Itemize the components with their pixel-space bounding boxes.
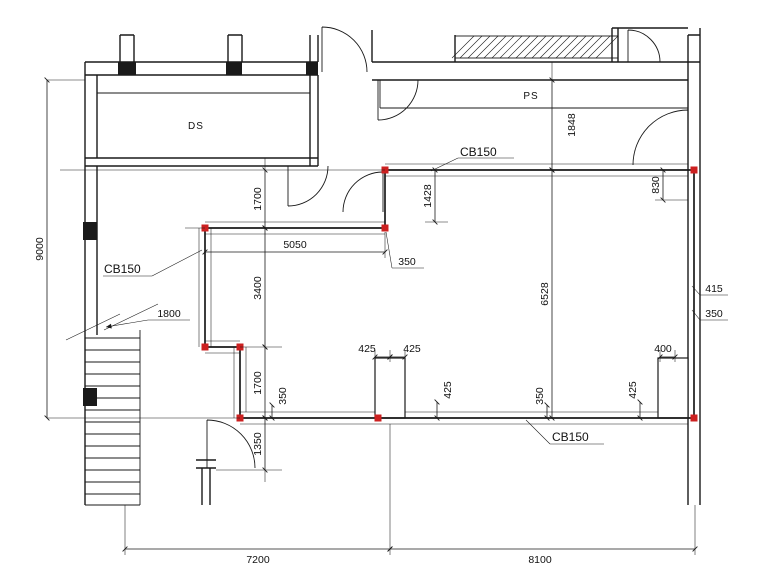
dimension-lines	[44, 62, 698, 555]
dim-3400: 3400	[252, 276, 264, 300]
dim-425-col1-left: 425	[358, 343, 376, 355]
dim-425-col1-right: 425	[403, 343, 421, 355]
interior-walls	[85, 75, 688, 505]
dim-400-col2: 400	[654, 343, 672, 355]
dim-8100: 8100	[528, 554, 552, 566]
labels: DS PS CB150 CB150 CB150 9000 1700 3400 1…	[34, 91, 723, 566]
dim-1700-upper: 1700	[252, 187, 264, 211]
dim-350-bottom-mid: 350	[534, 387, 546, 405]
dim-350-right: 350	[705, 308, 723, 320]
cb150-tag-bottom: CB150	[552, 430, 589, 444]
door-ps-left	[377, 79, 419, 121]
hatch-wall	[451, 35, 619, 59]
room-label-ps: PS	[523, 91, 538, 102]
door-top-right-corner	[627, 29, 661, 63]
door-bottom-left	[206, 419, 256, 469]
door-arcs	[206, 26, 689, 469]
columns	[374, 357, 689, 419]
stairs	[65, 303, 159, 506]
dim-1428: 1428	[422, 184, 434, 208]
cb150-partitions	[204, 169, 695, 419]
dim-1350: 1350	[252, 432, 264, 456]
cb150-tag-top: CB150	[460, 145, 497, 159]
door-top-right	[632, 109, 689, 166]
dim-1700-lower: 1700	[252, 371, 264, 395]
dim-425-col2-side: 425	[627, 381, 639, 399]
dim-7200: 7200	[246, 554, 270, 566]
dim-1848: 1848	[566, 113, 578, 137]
dim-350-bottom-left: 350	[277, 387, 289, 405]
dim-1800: 1800	[157, 308, 181, 320]
room-label-ds: DS	[188, 121, 204, 132]
door-mid	[342, 171, 384, 213]
top-structure	[119, 27, 688, 62]
dim-830: 830	[650, 176, 662, 194]
exterior-walls	[84, 28, 701, 505]
dim-5050: 5050	[283, 239, 307, 251]
wall-junction-fills	[83, 62, 318, 406]
partition-wall-lines	[198, 163, 688, 425]
door-ds	[287, 165, 329, 207]
dim-425-col1-side: 425	[442, 381, 454, 399]
dim-350-mid: 350	[398, 256, 416, 268]
dim-9000: 9000	[34, 237, 46, 261]
column-left	[374, 357, 406, 419]
leader-lines	[103, 157, 728, 445]
dim-415-right: 415	[705, 283, 723, 295]
column-right	[657, 357, 689, 419]
door-top-entry	[321, 26, 368, 73]
cb150-tag-left: CB150	[104, 262, 141, 276]
dim-6528: 6528	[539, 282, 551, 306]
